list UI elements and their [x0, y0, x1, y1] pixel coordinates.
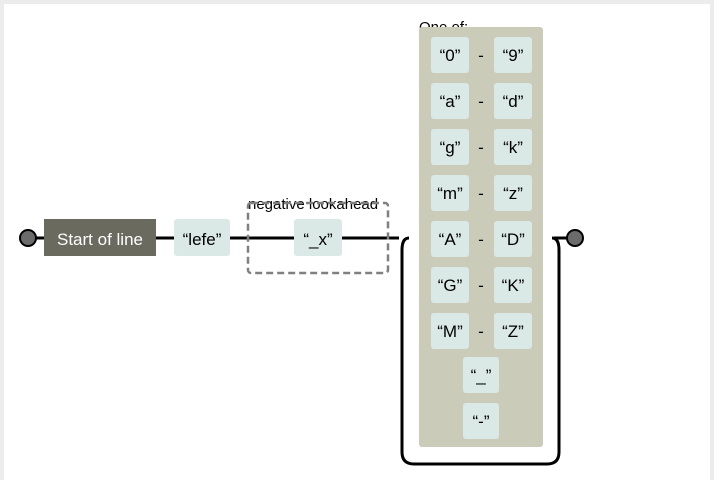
single-char: “-” — [463, 403, 499, 439]
range-row: “G”-“K” — [431, 267, 532, 303]
single-char-box — [463, 403, 499, 439]
range-from-label: “M” — [437, 322, 463, 341]
range-from-box — [431, 129, 469, 165]
range-to-label: “k” — [503, 138, 523, 157]
range-to-label: “Z” — [502, 322, 524, 341]
range-to-box — [494, 221, 532, 257]
single-char-box — [463, 357, 499, 393]
railroad-diagram: Start of line “lefe” negative lookahead … — [19, 19, 584, 466]
range-to-label: “9” — [503, 46, 524, 65]
single-char: “_” — [463, 357, 499, 393]
lookahead-literal-label: “_x” — [303, 230, 333, 249]
range-to-box — [494, 175, 532, 211]
range-dash: - — [478, 138, 484, 157]
range-from-label: “G” — [438, 276, 463, 295]
diagram-canvas: Start of line “lefe” negative lookahead … — [4, 4, 710, 480]
range-dash: - — [478, 46, 484, 65]
range-row: “0”-“9” — [431, 37, 532, 73]
range-to-box — [494, 83, 532, 119]
range-from-label: “0” — [440, 46, 461, 65]
range-to-box — [494, 267, 532, 303]
range-to-label: “d” — [503, 92, 524, 111]
range-from-label: “a” — [440, 92, 461, 111]
range-to-label: “z” — [503, 184, 523, 203]
charset-singles: “_” “-” — [463, 357, 499, 439]
range-from-label: “A” — [439, 230, 462, 249]
lookahead-literal-box — [294, 219, 342, 256]
range-from-box — [431, 37, 469, 73]
range-to-box — [494, 313, 532, 349]
range-row: “a”-“d” — [431, 83, 532, 119]
range-row: “M”-“Z” — [431, 313, 532, 349]
range-dash: - — [478, 92, 484, 111]
range-to-box — [494, 129, 532, 165]
range-to-label: “K” — [502, 276, 525, 295]
range-dash: - — [478, 184, 484, 203]
start-of-line-box — [44, 219, 156, 256]
lookahead-label: negative lookahead — [248, 196, 378, 213]
repeat-loop-path — [400, 236, 561, 466]
range-row: “m”-“z” — [431, 175, 532, 211]
end-terminal — [566, 229, 584, 247]
range-row: “A”-“D” — [431, 221, 532, 257]
range-from-box — [431, 221, 469, 257]
start-of-line-label: Start of line — [57, 230, 143, 249]
lookahead-group — [246, 201, 390, 275]
single-char-label: “-” — [473, 412, 490, 431]
range-dash: - — [478, 276, 484, 295]
range-from-box — [431, 313, 469, 349]
range-to-label: “D” — [501, 230, 525, 249]
start-terminal — [19, 229, 37, 247]
range-from-label: “m” — [437, 184, 463, 203]
range-from-box — [431, 267, 469, 303]
range-row: “g”-“k” — [431, 129, 532, 165]
literal-lefe-label: “lefe” — [183, 230, 222, 249]
range-from-box — [431, 83, 469, 119]
range-to-box — [494, 37, 532, 73]
range-dash: - — [478, 230, 484, 249]
range-from-box — [431, 175, 469, 211]
literal-lefe-box — [174, 219, 230, 256]
range-from-label: “g” — [440, 138, 461, 157]
charset-ranges: “0”-“9”“a”-“d”“g”-“k”“m”-“z”“A”-“D”“G”-“… — [431, 37, 532, 349]
single-char-label: “_” — [471, 366, 492, 385]
range-dash: - — [478, 322, 484, 341]
